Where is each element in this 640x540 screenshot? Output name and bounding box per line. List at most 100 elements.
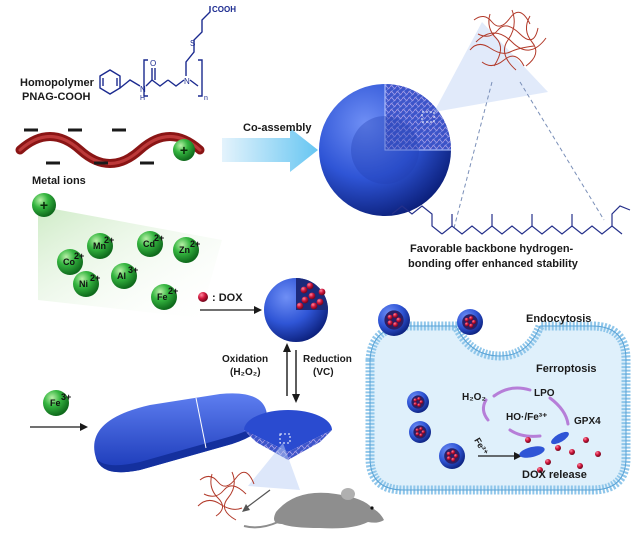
svg-text:2+: 2+ — [154, 233, 164, 243]
svg-text:Fe: Fe — [50, 398, 61, 408]
cooh-label: COOH — [212, 5, 236, 14]
negative-charges — [24, 128, 154, 165]
released-dox-dot — [545, 459, 551, 465]
loaded-sphere — [378, 304, 410, 336]
atom-n-tertiary: N — [184, 77, 190, 86]
reduction-label: Reduction — [303, 354, 352, 365]
dox-particle — [310, 302, 318, 310]
svg-text:2+: 2+ — [168, 286, 178, 296]
backbone-structure — [391, 205, 631, 235]
polymer-name-line1: Homopolymer — [20, 77, 95, 89]
dox-particle — [296, 302, 304, 310]
polymer-tangle-bottom — [197, 471, 255, 521]
metal-ion-co: Co2+ — [57, 249, 84, 275]
metal-ion-plus: + — [32, 193, 56, 217]
loaded-sphere — [409, 421, 431, 443]
dox-legend-label: : DOX — [212, 292, 243, 304]
dox-particle — [300, 286, 308, 294]
co-assembly-label: Co-assembly — [243, 122, 312, 134]
oxidation-agent: (H₂O₂) — [230, 367, 261, 378]
endocytosis-label: Endocytosis — [526, 313, 591, 325]
atom-h: H — [140, 95, 145, 102]
loaded-sphere — [407, 391, 429, 413]
metal-ion-mn: Mn2+ — [87, 233, 114, 259]
svg-text:+: + — [40, 197, 48, 213]
released-discs — [519, 431, 569, 458]
loaded-sphere — [457, 309, 483, 335]
svg-text:Co: Co — [63, 257, 75, 267]
released-dox-dot — [577, 463, 583, 469]
svg-text:Mn: Mn — [93, 241, 106, 251]
cell-spheres — [378, 304, 483, 469]
svg-text:Al: Al — [117, 271, 126, 281]
ferroptosis-cycle — [481, 386, 570, 438]
svg-text:+: + — [180, 142, 188, 158]
metal-ions-title: Metal ions — [32, 175, 86, 187]
svg-text:Ni: Ni — [79, 279, 88, 289]
pnag-atom-labels: O N H N n S COOH — [140, 5, 236, 102]
assembled-nanosphere — [319, 84, 451, 216]
metal-ion-fe: Fe2+ — [151, 284, 178, 310]
dox-particle — [301, 296, 309, 304]
svg-text:2+: 2+ — [74, 251, 84, 261]
pnag-structure — [99, 6, 211, 97]
dox-particle — [308, 292, 316, 300]
svg-text:Fe: Fe — [157, 292, 168, 302]
dox-release-label: DOX release — [522, 469, 587, 481]
stability-note-line2: bonding offer enhanced stability — [408, 258, 579, 270]
polymer-name-line2: PNAG-COOH — [22, 91, 91, 103]
cell — [365, 321, 631, 495]
nanodisc — [94, 393, 267, 473]
svg-text:3+: 3+ — [61, 392, 71, 402]
co-assembly-arrow — [222, 128, 318, 172]
svg-text:Cd: Cd — [143, 239, 155, 249]
dox-cluster — [296, 282, 326, 310]
redox-arrows — [286, 350, 297, 396]
oxidation-label: Oxidation — [222, 354, 268, 365]
metal-ion-zn: Zn2+ — [173, 237, 200, 263]
dox-loaded-sphere — [264, 278, 328, 342]
svg-text:3+: 3+ — [128, 265, 138, 275]
svg-text:2+: 2+ — [190, 239, 200, 249]
h2o2-label: H₂O₂ — [462, 392, 486, 403]
mouse-icon — [242, 488, 384, 529]
atom-o: O — [150, 59, 156, 68]
polymer-chain — [15, 128, 205, 168]
zoom-cone — [434, 22, 548, 112]
metal-ion-al: Al3+ — [111, 263, 138, 289]
ferroptosis-label: Ferroptosis — [536, 363, 597, 375]
released-dox-dot — [583, 437, 589, 443]
released-dox-dot — [569, 449, 575, 455]
loaded-sphere — [439, 443, 465, 469]
dox-particle — [318, 288, 326, 296]
dox-legend-dot — [198, 292, 208, 302]
reduction-agent: (VC) — [313, 367, 334, 378]
svg-text:2+: 2+ — [90, 273, 100, 283]
atom-n: N — [140, 85, 146, 94]
released-dox — [525, 437, 601, 473]
released-dox-dot — [537, 467, 543, 473]
metal-ion-cd: Cd2+ — [137, 231, 164, 257]
fe3-ion: Fe 3+ — [43, 390, 71, 416]
zoom-region — [421, 111, 435, 123]
polymer-tangle-top — [469, 9, 547, 71]
metal-ion-group: Co2+Mn2+Cd2+Zn2+Ni2+Al3+Fe2+ — [57, 231, 200, 310]
dox-particle — [306, 282, 314, 290]
half-sphere — [244, 410, 332, 460]
metal-ion-ni: Ni2+ — [73, 271, 100, 297]
svg-text:2+: 2+ — [104, 235, 114, 245]
released-dox-dot — [525, 437, 531, 443]
stability-note-line1: Favorable backbone hydrogen- — [410, 243, 574, 255]
dox-arrow-head — [254, 306, 262, 314]
atom-s: S — [190, 39, 195, 48]
ho-fe-label: HO·/Fe³⁺ — [506, 412, 547, 423]
released-dox-dot — [555, 445, 561, 451]
released-dox-dot — [595, 451, 601, 457]
gpx4-label: GPX4 — [574, 416, 601, 427]
lpo-label: LPO — [534, 388, 555, 399]
svg-text:Zn: Zn — [179, 245, 190, 255]
subscript-n: n — [204, 95, 208, 102]
dox-particle — [316, 298, 324, 306]
